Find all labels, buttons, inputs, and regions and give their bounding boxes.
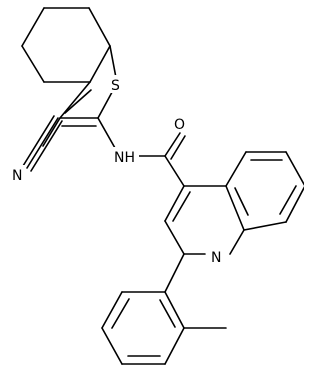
sulfur-atom-label: S: [111, 78, 120, 94]
quinoline-pyridine-ring: [164, 185, 245, 255]
molecule-canvas: S O NH N N: [11, 7, 304, 365]
bond: [164, 220, 185, 255]
bond: [101, 291, 123, 329]
atom-labels: S O NH N N: [11, 75, 224, 266]
double-bond-inner: [279, 185, 297, 215]
bond: [21, 7, 45, 47]
double-bond-inner: [172, 191, 191, 222]
double-bond-inner: [111, 298, 130, 329]
bond: [164, 185, 185, 222]
bond: [225, 185, 245, 231]
bond: [229, 229, 245, 255]
bond: [285, 186, 304, 223]
quinoline-benzo-ring: [225, 151, 304, 231]
double-bond-inner: [64, 89, 92, 114]
double-bond-inner: [159, 299, 176, 328]
triple-bond: [22, 115, 55, 167]
triple-bond: [30, 120, 63, 172]
carbonyl-double-bond: [170, 135, 186, 160]
structure-diagram: S O NH N N: [11, 7, 304, 365]
bond: [164, 291, 185, 329]
bond: [21, 45, 45, 83]
tolyl-ring: [101, 253, 227, 365]
bond: [243, 221, 287, 231]
amide-nh-label: NH: [114, 150, 135, 166]
amide-linker: [97, 117, 186, 187]
bond: [101, 327, 123, 365]
bond: [89, 45, 111, 83]
bond: [97, 117, 116, 149]
bond: [164, 253, 185, 293]
nitrile-n-label: N: [12, 168, 22, 184]
triple-bond: [26, 117, 59, 169]
oxygen-atom-label: O: [174, 117, 185, 133]
double-bond-inner: [234, 187, 249, 216]
nitrile-group: [22, 115, 63, 172]
quinoline-n-label: N: [211, 250, 221, 266]
bond: [285, 151, 304, 186]
bond: [164, 327, 185, 365]
carbonyl-double-bond: [164, 132, 181, 157]
thiophene-ring: [59, 45, 118, 127]
bond: [225, 151, 247, 187]
bond: [42, 117, 61, 147]
cyclohexane-ring: [21, 7, 111, 83]
bond: [164, 155, 185, 187]
bond: [88, 7, 111, 47]
